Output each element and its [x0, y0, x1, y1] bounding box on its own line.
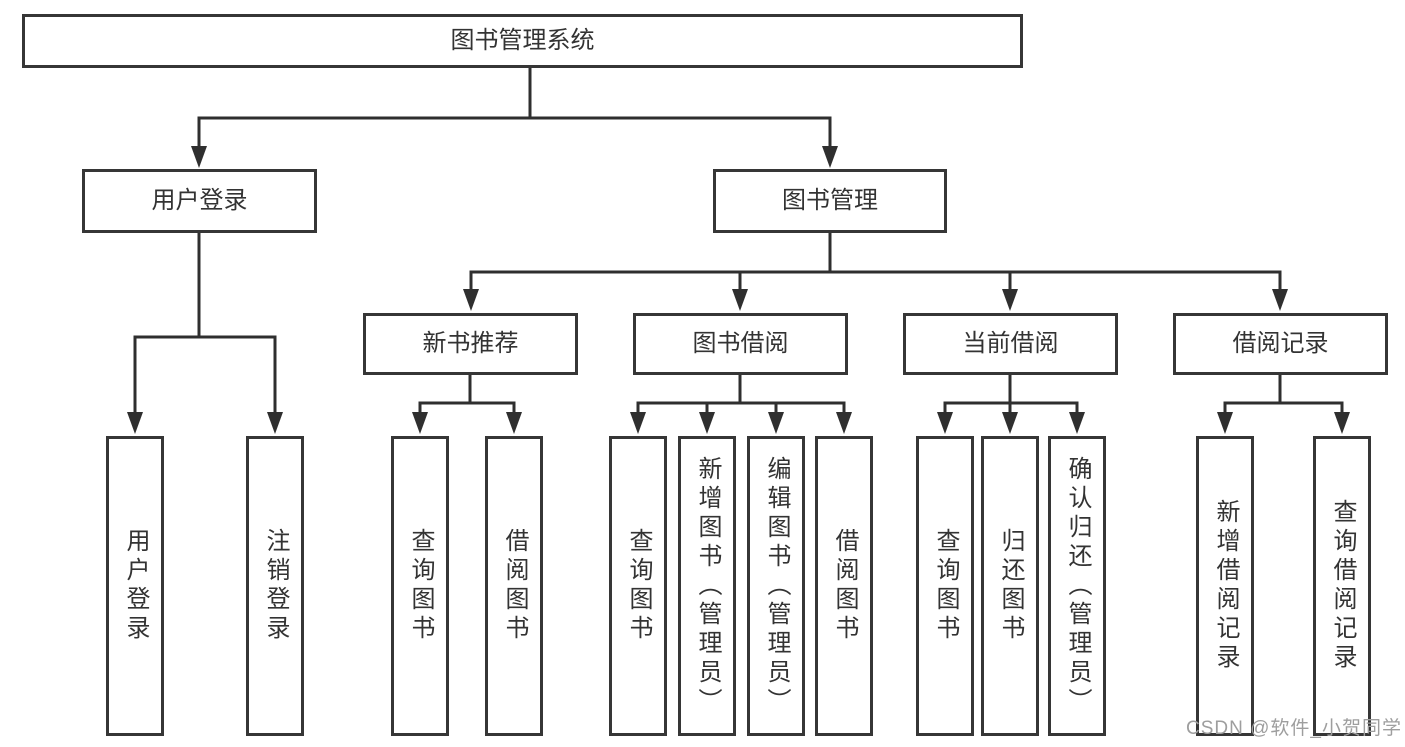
leaf-query-books-recommend: 查询图书: [391, 436, 449, 736]
leaf-logout: 注销登录: [246, 436, 304, 736]
csdn-watermark: CSDN @软件_小贺同学: [1186, 718, 1402, 739]
node-borrowing-records-label: 借阅记录: [1232, 330, 1329, 357]
leaf-confirm-return-admin: 确认归还（管理员）: [1048, 436, 1106, 736]
leaf-add-borrow-record: 新增借阅记录: [1196, 436, 1254, 736]
leaf-borrow-books-borrowing: 借阅图书: [815, 436, 873, 736]
node-new-book-recommendation: 新书推荐: [363, 313, 578, 375]
leaf-add-book-admin: 新增图书（管理员）: [678, 436, 736, 736]
node-user-login-branch: 用户登录: [82, 169, 317, 233]
leaf-user-login: 用户登录: [106, 436, 164, 736]
leaf-borrow-books-recommend: 借阅图书: [485, 436, 543, 736]
leaf-query-books-borrowing: 查询图书: [609, 436, 667, 736]
node-new-book-recommendation-label: 新书推荐: [422, 330, 519, 357]
arrowheads: [127, 146, 1350, 434]
leaf-query-books-current: 查询图书: [916, 436, 974, 736]
node-book-borrowing-label: 图书借阅: [692, 330, 789, 357]
node-book-management-branch: 图书管理: [713, 169, 947, 233]
node-root: 图书管理系统: [22, 14, 1023, 68]
node-borrowing-records: 借阅记录: [1173, 313, 1388, 375]
leaf-edit-book-admin: 编辑图书（管理员）: [747, 436, 805, 736]
node-book-management-branch-label: 图书管理: [782, 187, 878, 214]
node-book-borrowing: 图书借阅: [633, 313, 848, 375]
leaf-return-books: 归还图书: [981, 436, 1039, 736]
node-current-borrowing: 当前借阅: [903, 313, 1118, 375]
node-user-login-branch-label: 用户登录: [151, 187, 248, 214]
leaf-query-borrow-record: 查询借阅记录: [1313, 436, 1371, 736]
node-current-borrowing-label: 当前借阅: [962, 330, 1059, 357]
node-root-label: 图书管理系统: [450, 27, 595, 54]
